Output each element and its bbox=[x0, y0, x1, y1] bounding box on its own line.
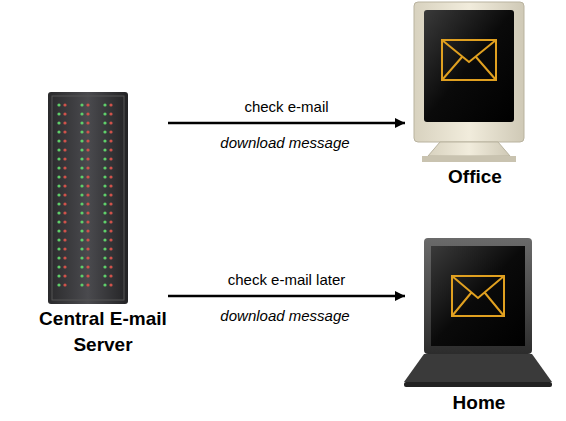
arrow-connector bbox=[168, 122, 405, 125]
server-node: Central E-mail Server bbox=[38, 90, 168, 358]
computer-node: Office bbox=[405, 2, 545, 190]
computer-node: Home bbox=[405, 232, 553, 416]
illustration-space bbox=[405, 2, 545, 164]
illustration-space bbox=[405, 232, 553, 390]
node-title: Office bbox=[405, 164, 545, 190]
laptop-illustration bbox=[404, 238, 552, 387]
edge-label: check e-mail bbox=[242, 98, 330, 115]
arrow-connector bbox=[168, 295, 405, 298]
edge-label: check e-mail later bbox=[226, 271, 348, 288]
desktop-computer-illustration bbox=[414, 2, 524, 162]
illustration-space bbox=[38, 90, 168, 306]
node-title: Central E-mail Server bbox=[38, 306, 168, 358]
node-title: Home bbox=[405, 390, 553, 416]
note-label: download message bbox=[218, 134, 351, 151]
server-illustration bbox=[48, 92, 128, 304]
note-label: download message bbox=[218, 307, 351, 324]
